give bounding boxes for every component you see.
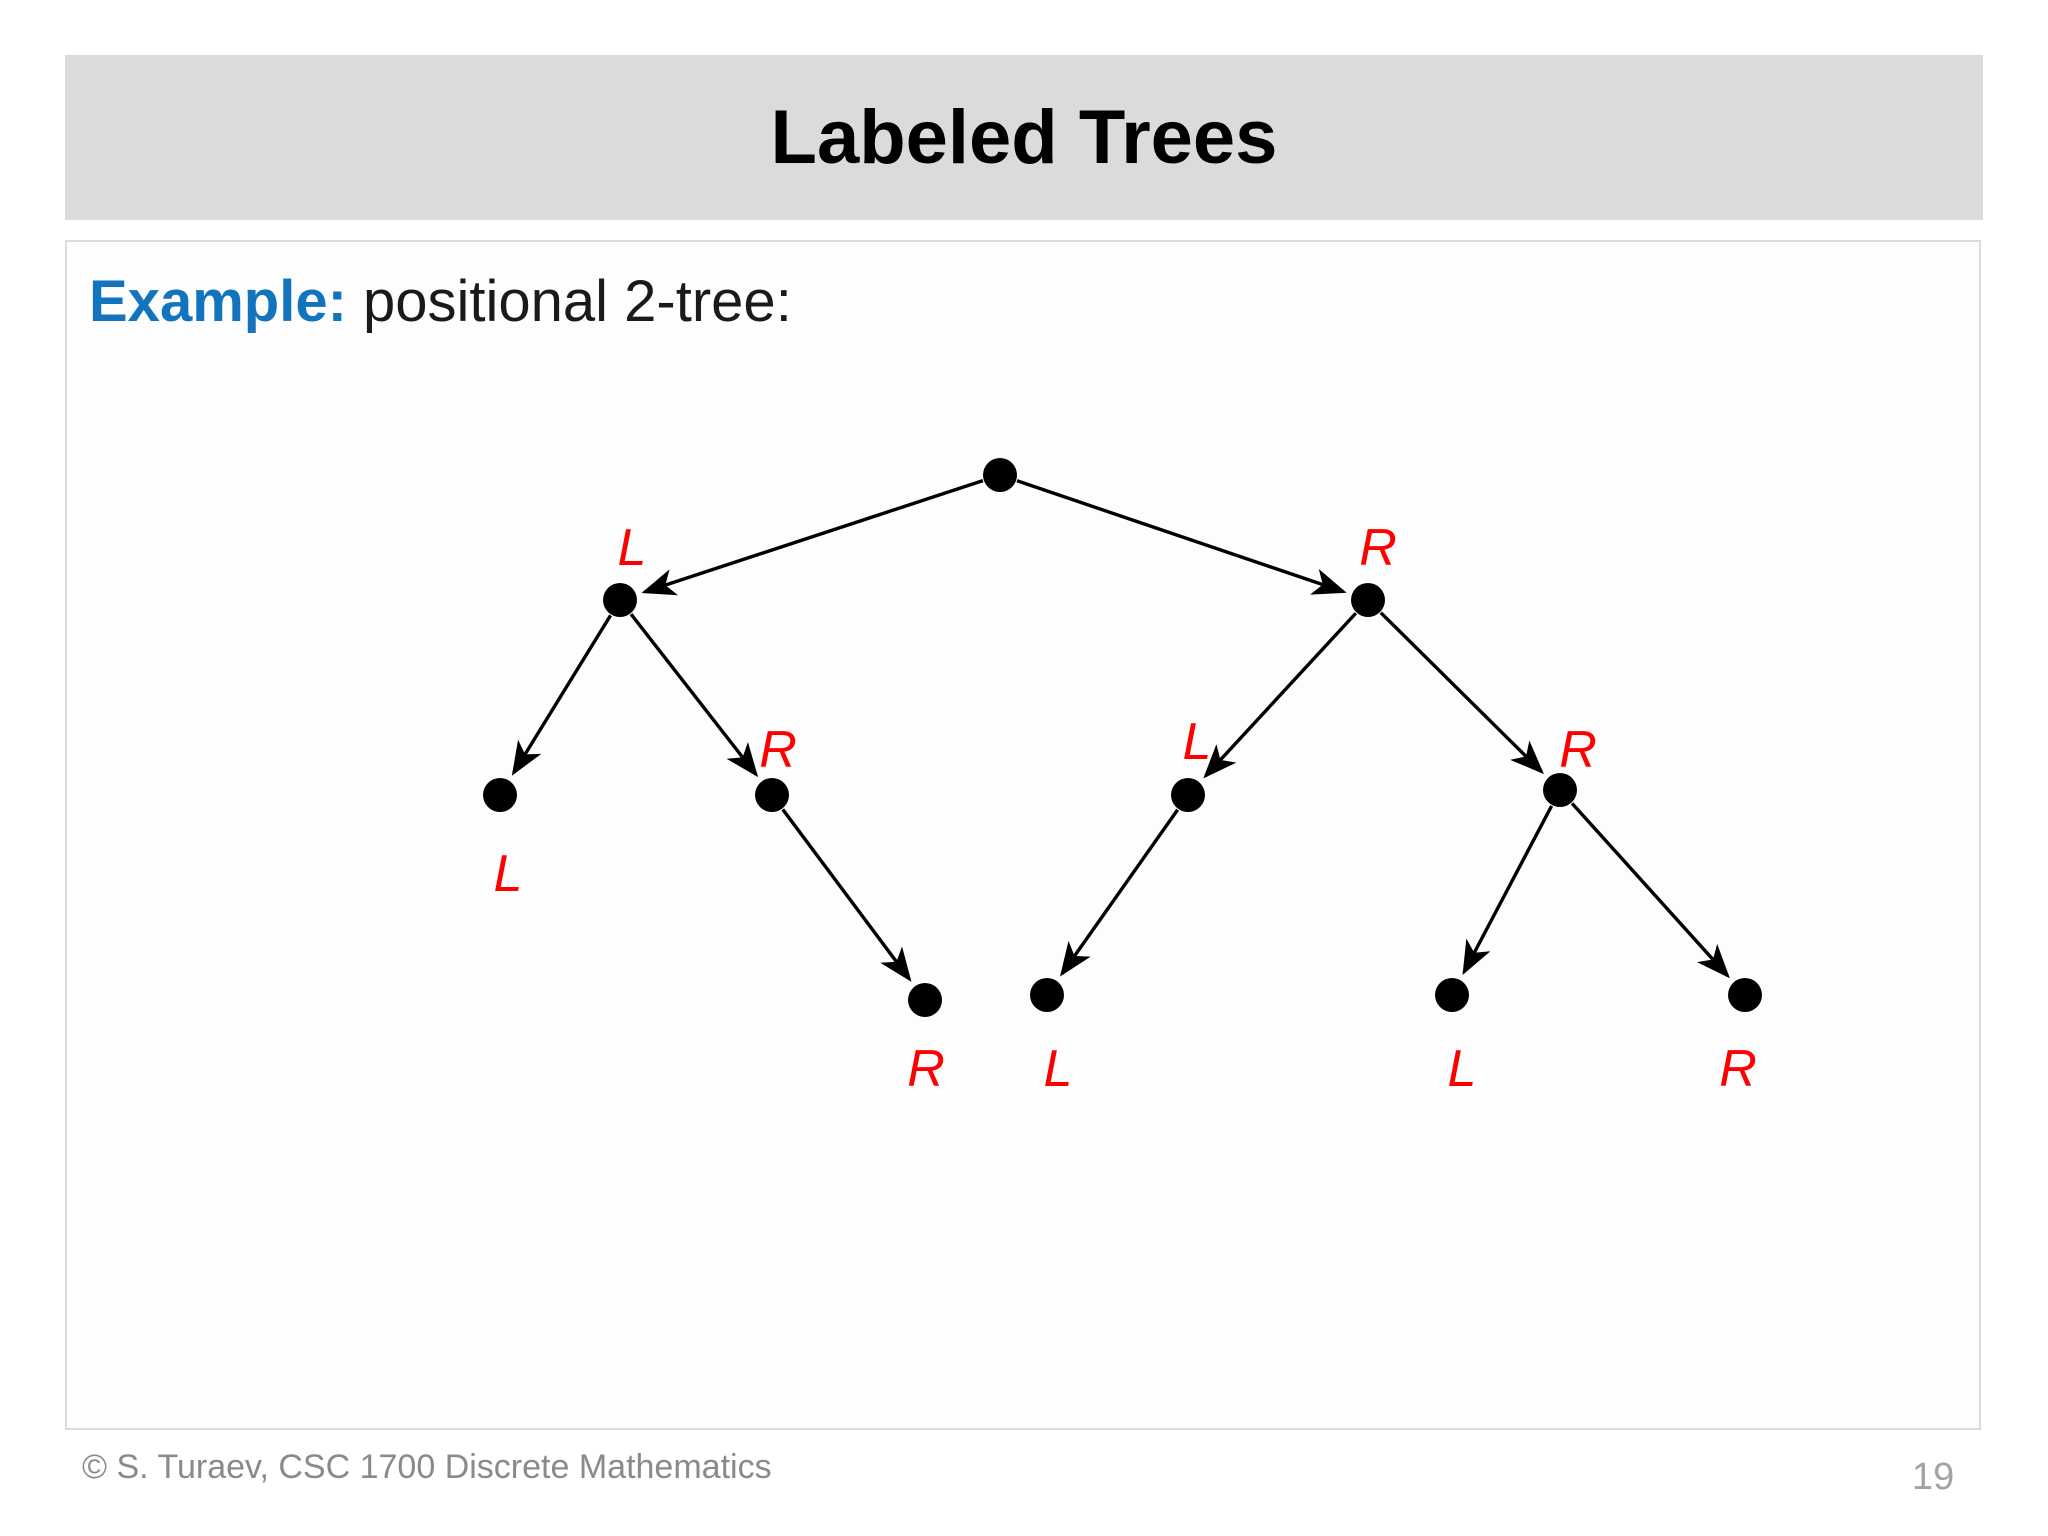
tree-node-n-L bbox=[603, 583, 637, 617]
tree-node-n-LRR bbox=[908, 983, 942, 1017]
tree-edge-n-L-to-n-LR bbox=[629, 613, 759, 778]
tree-edge-n-R-to-n-RR bbox=[1379, 611, 1544, 775]
content-box: Example: positional 2-tree: bbox=[65, 240, 1981, 1430]
tree-node-n-RL bbox=[1171, 778, 1205, 812]
title-band: Labeled Trees bbox=[65, 55, 1983, 220]
tree-edge-n-RR-to-n-RRR bbox=[1570, 802, 1730, 979]
tree-edge-n-LR-to-n-LRR bbox=[781, 808, 912, 982]
tree-node-n-R bbox=[1351, 583, 1385, 617]
page-number: 19 bbox=[1912, 1456, 1955, 1498]
footer-credit: © S. Turaev, CSC 1700 Discrete Mathemati… bbox=[82, 1448, 772, 1486]
tree-node-n-LR bbox=[755, 778, 789, 812]
example-keyword: Example: bbox=[89, 269, 347, 334]
tree-nodes bbox=[483, 458, 1762, 1017]
tree-node-n-RR bbox=[1543, 773, 1577, 807]
tree-node-n-RRR bbox=[1728, 978, 1762, 1012]
tree-node-root bbox=[983, 458, 1017, 492]
tree-node-n-RRL bbox=[1435, 978, 1469, 1012]
tree-node-n-LL bbox=[483, 778, 517, 812]
tree-edge-n-RR-to-n-RRL bbox=[1462, 805, 1554, 976]
tree-edge-root-to-n-L bbox=[641, 479, 984, 596]
tree-node-n-RLL bbox=[1030, 978, 1064, 1012]
example-description: positional 2-tree: bbox=[346, 269, 792, 334]
page-title: Labeled Trees bbox=[770, 94, 1278, 180]
example-heading: Example: positional 2-tree: bbox=[89, 267, 792, 337]
tree-edge-n-R-to-n-RL bbox=[1203, 612, 1358, 779]
tree-edge-n-L-to-n-LL bbox=[511, 614, 613, 776]
tree-edge-n-RL-to-n-RLL bbox=[1060, 808, 1180, 977]
tree-edges bbox=[511, 479, 1730, 982]
tree-edge-root-to-n-R bbox=[1016, 479, 1347, 595]
